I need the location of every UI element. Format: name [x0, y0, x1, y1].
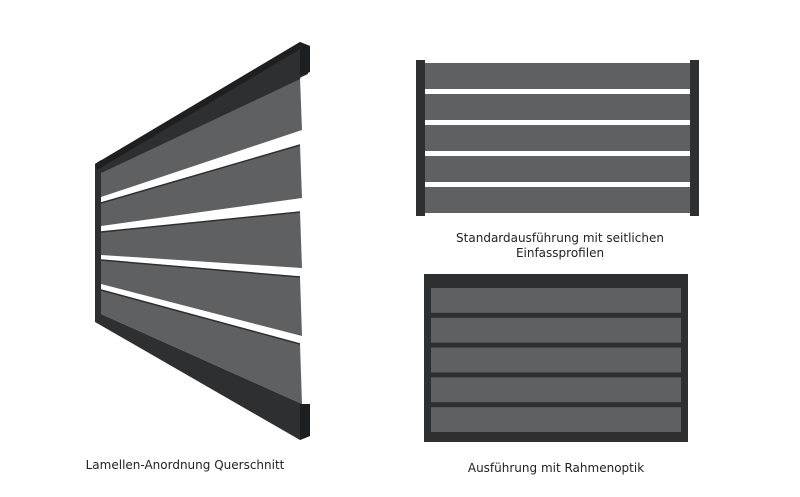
slat-3	[101, 212, 302, 268]
slat-1	[101, 78, 302, 197]
right-edge-profile	[690, 60, 699, 216]
framed-slat-4	[431, 377, 681, 403]
bottom-rail-front	[300, 404, 310, 440]
slat-4	[101, 260, 302, 336]
standard-caption: Standardausführung mit seitlichen Einfas…	[440, 231, 680, 261]
standard-slat-1	[425, 63, 690, 89]
standard-panel-illustration	[416, 60, 699, 216]
framed-slat-2	[431, 317, 681, 343]
framed-caption: Ausführung mit Rahmenoptik	[467, 461, 645, 475]
standard-slat-3	[425, 125, 690, 151]
standard-caption-line2: Einfassprofilen	[515, 246, 605, 260]
standard-caption-line1: Standardausführung mit seitlichen	[456, 231, 664, 245]
top-rail-edge	[95, 42, 302, 170]
perspective-caption: Lamellen-Anordnung Querschnitt	[85, 458, 285, 472]
framed-slat-1	[431, 288, 681, 313]
standard-slat-2	[425, 94, 690, 120]
bottom-rail	[95, 314, 310, 440]
left-edge-profile	[416, 60, 425, 216]
slat-5	[101, 290, 302, 404]
top-rail-front	[300, 42, 310, 76]
rear-post	[95, 160, 101, 320]
framed-slat-5	[431, 407, 681, 432]
framed-panel-illustration	[424, 274, 688, 442]
perspective-fence-illustration	[95, 42, 310, 440]
framed-slat-3	[431, 347, 681, 373]
standard-slat-5	[425, 187, 690, 213]
slat-2	[101, 145, 302, 226]
standard-slat-4	[425, 156, 690, 182]
